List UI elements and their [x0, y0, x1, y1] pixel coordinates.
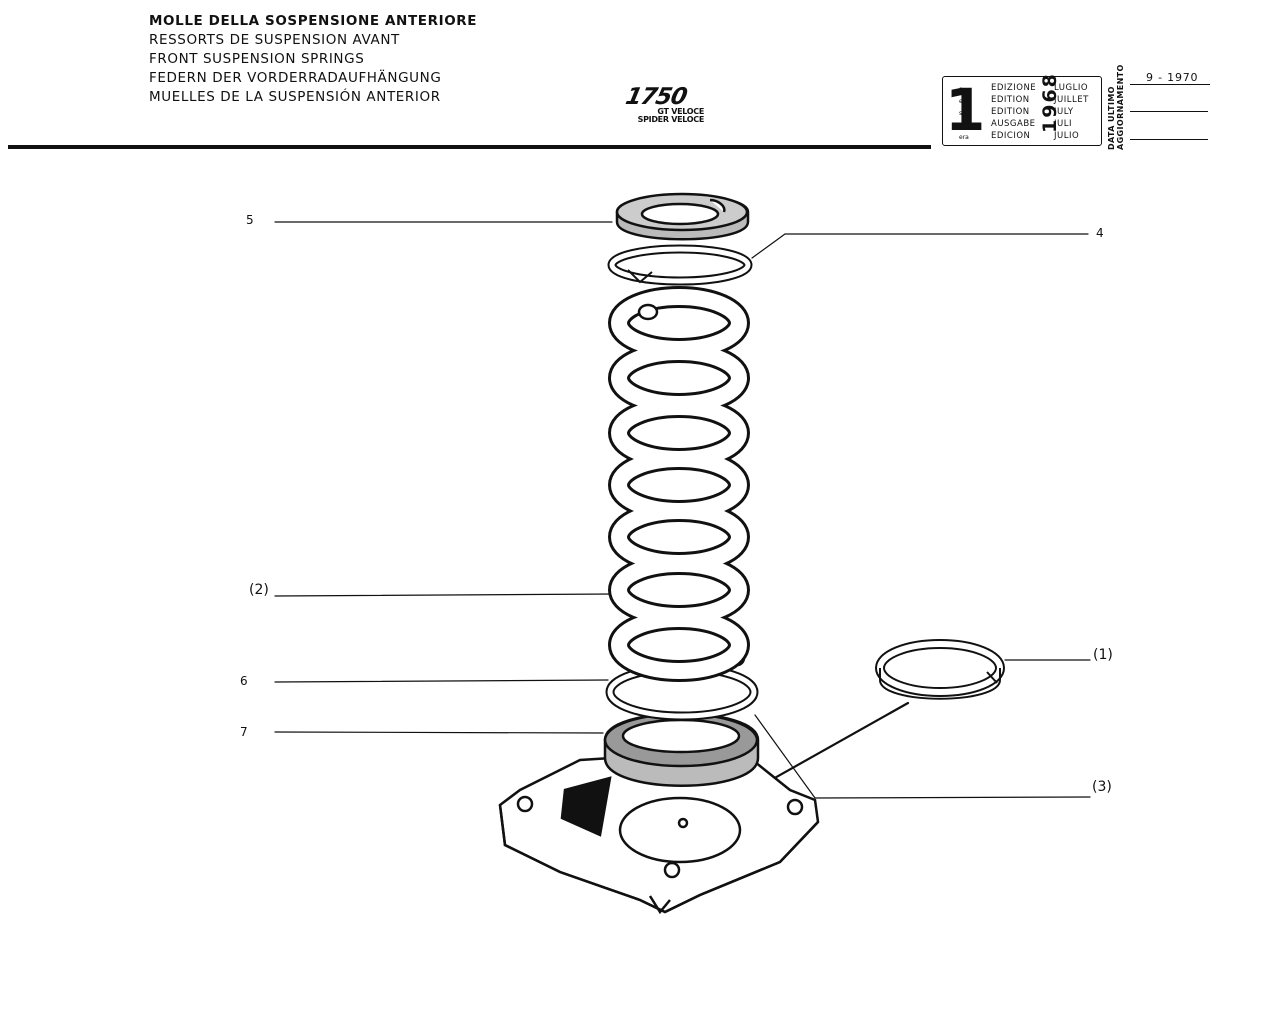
leader-line-3: [814, 796, 1091, 799]
callout-3: (3): [1092, 779, 1112, 795]
leader-line-2: [274, 593, 615, 597]
callout-5: 5: [246, 213, 254, 227]
model-variant-spider: SPIDER VELOCE: [637, 115, 705, 124]
edition-label: EDITION: [991, 107, 1030, 117]
edition-label: EDITION: [991, 95, 1030, 105]
lower-pad-part: [603, 712, 760, 787]
leader-line-7: [274, 731, 604, 734]
title-french: RESSORTS DE SUSPENSION AVANT: [149, 32, 400, 48]
edition-month: JULI: [1054, 119, 1072, 129]
callout-7: 7: [240, 725, 248, 739]
leader-line-4: [751, 233, 1089, 259]
edition-label: EDIZIONE: [991, 83, 1037, 93]
edition-month: JUILLET: [1054, 95, 1089, 105]
edition-month: JULIO: [1054, 131, 1080, 141]
edition-month: LUGLIO: [1054, 83, 1089, 93]
edition-month: JULY: [1054, 107, 1074, 117]
edition-label: EDICION: [991, 131, 1031, 141]
leader-line-3-branch: [754, 714, 816, 799]
title-italian: MOLLE DELLA SOSPENSIONE ANTERIORE: [149, 13, 478, 29]
title-block: MOLLE DELLA SOSPENSIONE ANTERIORE RESSOR…: [149, 12, 477, 107]
edition-suffix: ere: [959, 98, 969, 105]
header-rule: [8, 145, 931, 149]
title-spanish: MUELLES DE LA SUSPENSIÓN ANTERIOR: [149, 89, 441, 105]
title-english: FRONT SUSPENSION SPRINGS: [149, 51, 365, 67]
edition-suffix: .: [959, 122, 961, 129]
base-plate-part: [498, 748, 820, 915]
callout-4: 4: [1096, 226, 1104, 240]
top-cap-part: [615, 192, 750, 241]
spring-washer-part: [875, 639, 1005, 700]
last-update-line: [1130, 139, 1208, 140]
model-badge: 1750 GT VELOCE SPIDER VELOCE: [623, 84, 706, 124]
callout-6: 6: [240, 674, 248, 688]
callout-1: (1): [1093, 647, 1113, 663]
model-variant-gt: GT VELOCE: [657, 107, 704, 116]
coil-spring-part: [608, 286, 750, 682]
last-update-line: [1130, 84, 1210, 85]
edition-number: 1: [945, 76, 986, 144]
edition-label: AUSGABE: [991, 119, 1036, 129]
edition-suffix: a: [959, 86, 963, 93]
last-update-date: 9 - 1970: [1146, 71, 1199, 84]
last-update-line: [1130, 111, 1208, 112]
leader-line-6: [274, 679, 609, 683]
edition-suffix: era: [959, 134, 969, 141]
callout-2: (2): [249, 582, 269, 598]
upper-seat-part: [607, 244, 753, 286]
title-german: FEDERN DER VORDERRADAUFHÄNGUNG: [149, 70, 442, 86]
edition-suffix: st: [959, 110, 965, 117]
edition-box: 1 a ere st . era EDIZIONE EDITION EDITIO…: [942, 72, 1102, 146]
